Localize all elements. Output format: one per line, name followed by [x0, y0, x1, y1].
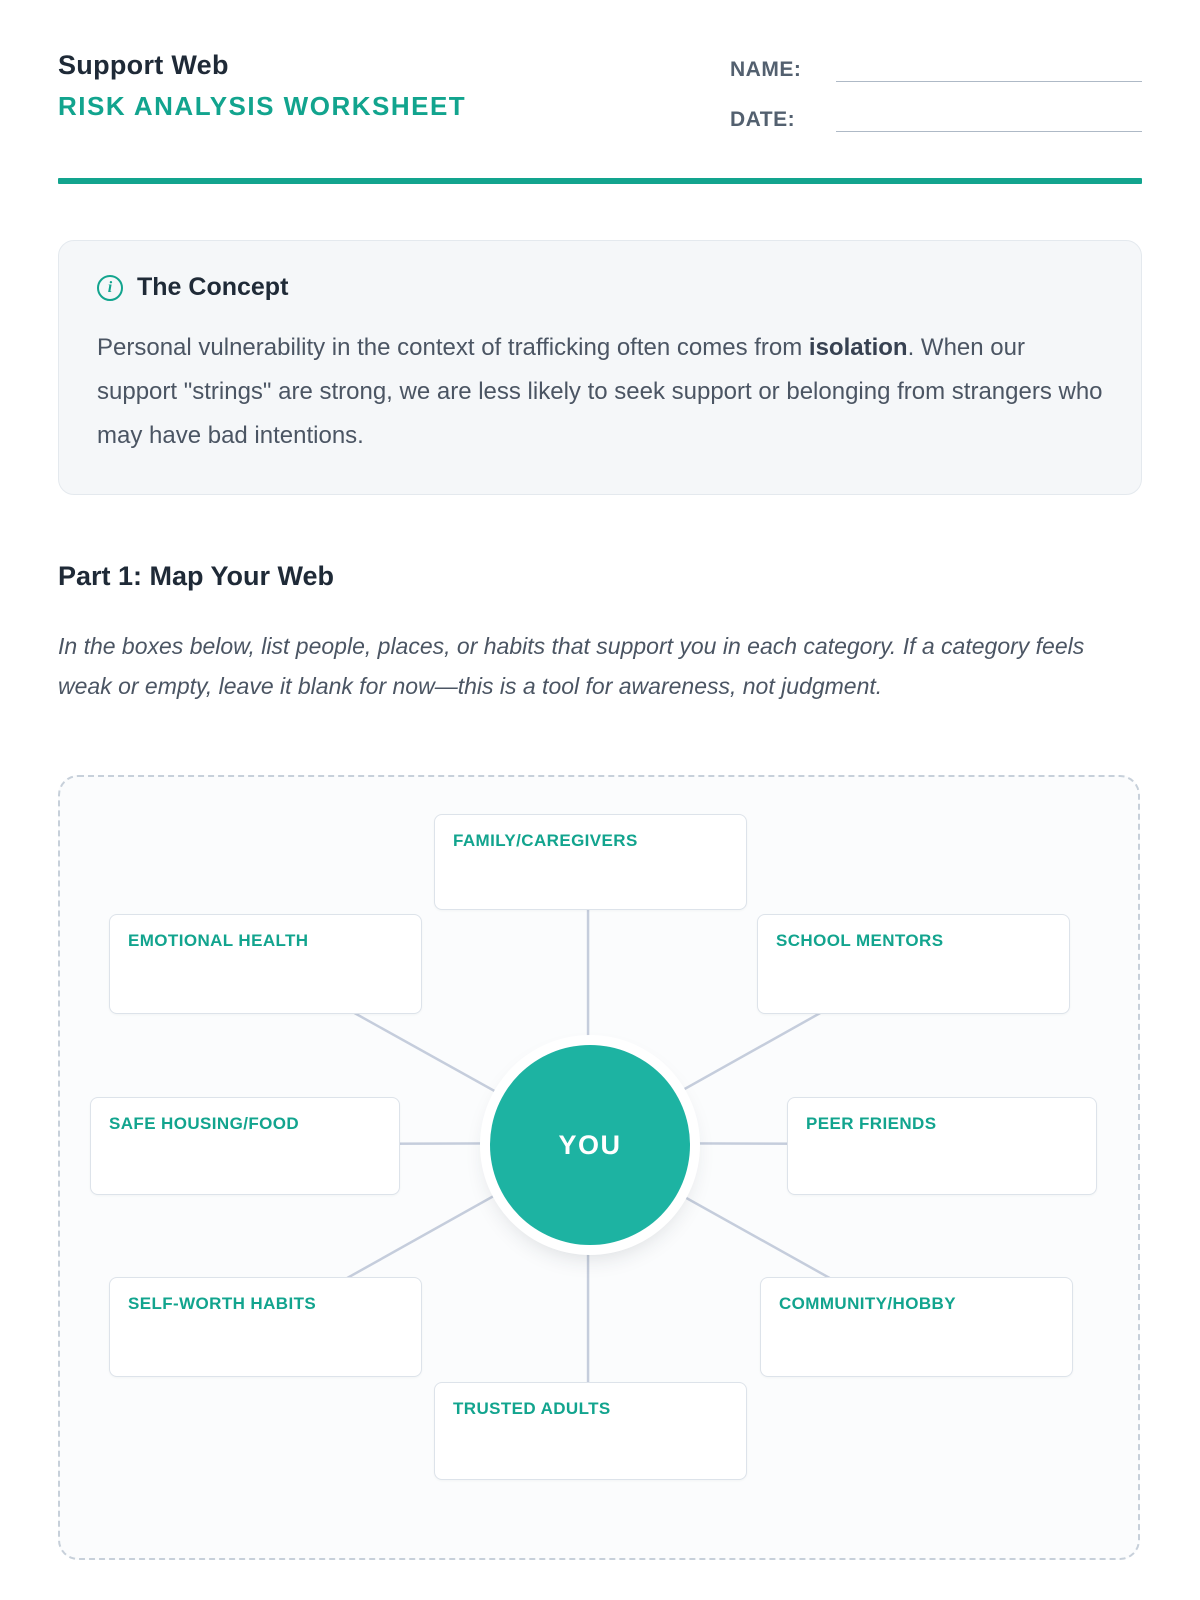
- worksheet-page: Support Web RISK ANALYSIS WORKSHEET NAME…: [0, 0, 1200, 706]
- header-divider: [58, 178, 1142, 184]
- date-row: DATE:: [730, 106, 1142, 132]
- support-web-diagram: FAMILY/CAREGIVERS EMOTIONAL HEALTH SCHOO…: [58, 775, 1140, 1560]
- part1-heading: Part 1: Map Your Web: [58, 561, 335, 591]
- name-label: NAME:: [730, 58, 802, 81]
- concept-header: i The Concept: [97, 273, 1103, 302]
- node-label-trusted-adults: TRUSTED ADULTS: [453, 1399, 611, 1418]
- center-you-label: YOU: [558, 1129, 622, 1160]
- concept-paragraph: Personal vulnerability in the context of…: [97, 326, 1103, 458]
- node-community-hobby[interactable]: COMMUNITY/HOBBY: [760, 1277, 1073, 1377]
- node-label-community-hobby: COMMUNITY/HOBBY: [779, 1294, 956, 1313]
- concept-text-bold: isolation: [808, 334, 908, 361]
- concept-title: The Concept: [137, 273, 289, 301]
- header: Support Web RISK ANALYSIS WORKSHEET NAME…: [58, 50, 1142, 156]
- concept-text-before: Personal vulnerability in the context of…: [97, 334, 809, 361]
- node-self-worth-habits[interactable]: SELF-WORTH HABITS: [109, 1277, 422, 1377]
- node-label-school-mentors: SCHOOL MENTORS: [776, 931, 944, 950]
- name-row: NAME:: [730, 56, 1142, 82]
- node-emotional-health[interactable]: EMOTIONAL HEALTH: [109, 914, 422, 1014]
- node-label-safe-housing-food: SAFE HOUSING/FOOD: [109, 1114, 300, 1133]
- concept-text-after: . When our support "strings" are strong,…: [97, 334, 1103, 449]
- node-peer-friends[interactable]: PEER FRIENDS: [787, 1097, 1097, 1195]
- info-icon: i: [97, 274, 123, 301]
- node-trusted-adults[interactable]: TRUSTED ADULTS: [434, 1382, 747, 1480]
- meta-block: NAME: DATE:: [730, 50, 1142, 156]
- name-input[interactable]: [836, 56, 1142, 82]
- node-safe-housing-food[interactable]: SAFE HOUSING/FOOD: [90, 1097, 400, 1195]
- node-label-peer-friends: PEER FRIENDS: [806, 1114, 937, 1133]
- date-label: DATE:: [730, 108, 796, 131]
- center-you-circle: YOU: [490, 1045, 690, 1245]
- page-title: Support Web: [58, 50, 229, 80]
- concept-callout: i The Concept Personal vulnerability in …: [58, 240, 1142, 495]
- page-subtitle: RISK ANALYSIS WORKSHEET: [58, 91, 467, 121]
- part1-instructions: In the boxes below, list people, places,…: [58, 633, 1085, 699]
- node-family-caregivers[interactable]: FAMILY/CAREGIVERS: [434, 814, 747, 910]
- node-label-emotional-health: EMOTIONAL HEALTH: [128, 931, 309, 950]
- title-block: Support Web RISK ANALYSIS WORKSHEET: [58, 50, 466, 122]
- node-school-mentors[interactable]: SCHOOL MENTORS: [757, 914, 1070, 1014]
- date-input[interactable]: [836, 106, 1142, 132]
- node-label-family-caregivers: FAMILY/CAREGIVERS: [453, 831, 638, 850]
- node-label-self-worth-habits: SELF-WORTH HABITS: [128, 1294, 317, 1313]
